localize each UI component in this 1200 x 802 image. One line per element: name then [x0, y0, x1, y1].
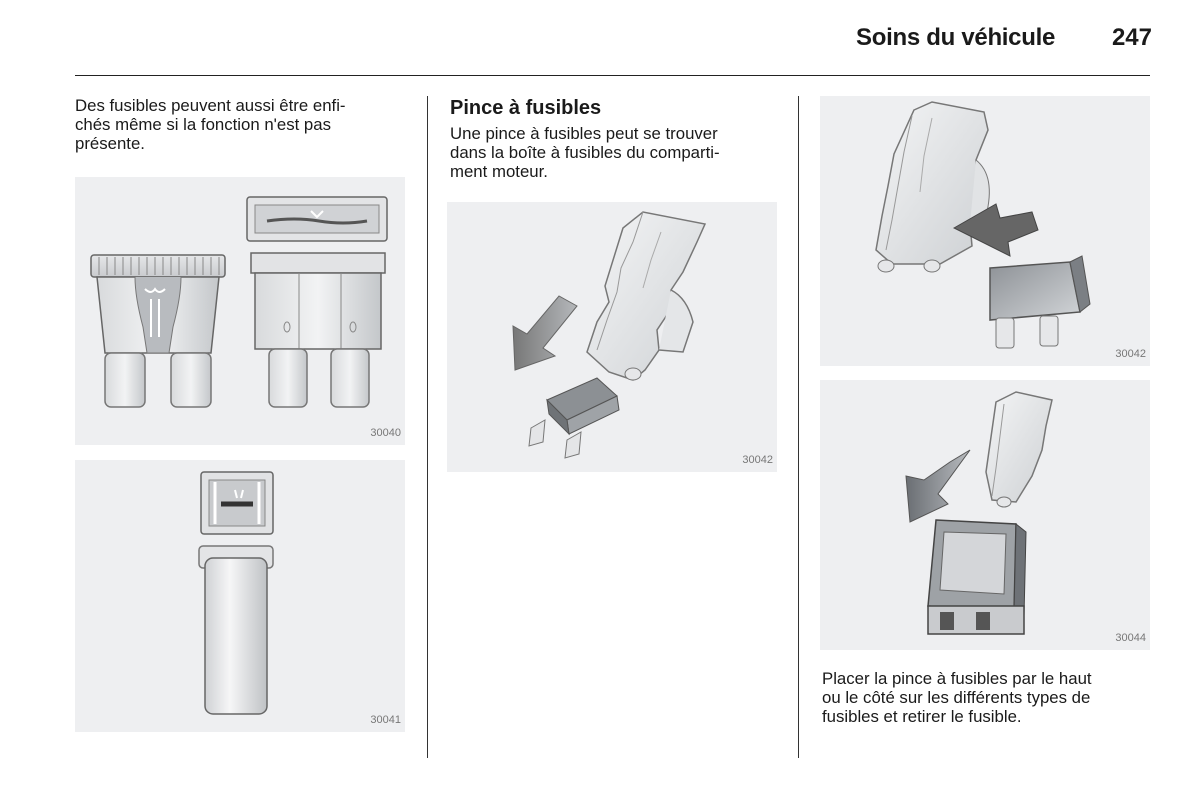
- header-rule: [75, 75, 1150, 76]
- figure-code: 30040: [370, 427, 401, 439]
- maxi-fuse-illustration: [198, 471, 274, 715]
- section-heading: Pince à fusibles: [450, 97, 602, 119]
- figure-maxi-fuse: 30041: [75, 460, 405, 732]
- figure-fuse-types: 30040: [75, 177, 405, 445]
- fuse-puller-illustration: [512, 211, 707, 459]
- figure-puller-maxi: 30044: [820, 380, 1150, 650]
- col2-paragraph: Une pince à fusibles peut se trouver dan…: [450, 124, 720, 181]
- fuse-types-illustration: [90, 196, 388, 408]
- figure-code: 30041: [370, 714, 401, 726]
- figure-code: 30044: [1115, 632, 1146, 644]
- puller-side-illustration: [875, 101, 1091, 349]
- column-divider-right: [798, 96, 799, 758]
- figure-fuse-puller: 30042: [447, 202, 777, 472]
- col3-paragraph: Placer la pince à fusibles par le haut o…: [822, 669, 1092, 726]
- figure-puller-side: 30042: [820, 96, 1150, 366]
- figure-code: 30042: [742, 454, 773, 466]
- col1-paragraph: Des fusibles peuvent aussi être enfi- ch…: [75, 96, 346, 153]
- section-title: Soins du véhicule: [856, 24, 1055, 51]
- puller-maxi-illustration: [905, 391, 1053, 635]
- figure-code: 30042: [1115, 348, 1146, 360]
- page-number: 247: [1111, 24, 1152, 51]
- column-divider-left: [427, 96, 428, 758]
